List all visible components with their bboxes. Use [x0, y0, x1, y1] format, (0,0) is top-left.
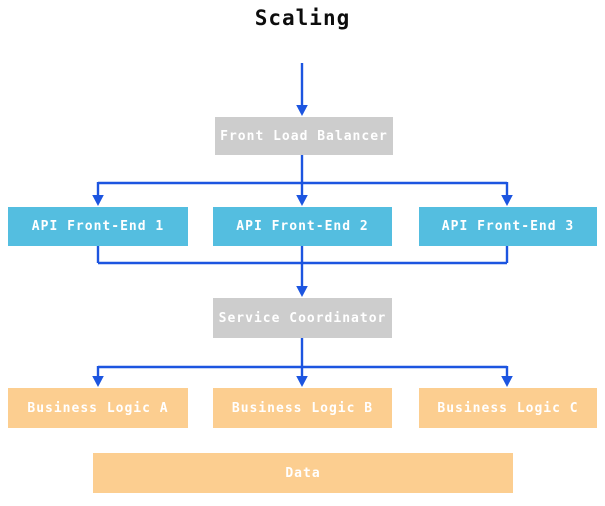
node-business-logic-a: Business Logic A [8, 388, 188, 428]
node-data-label: Data [285, 465, 321, 481]
node-business-logic-c-label: Business Logic C [437, 400, 579, 416]
node-business-logic-c: Business Logic C [419, 388, 597, 428]
node-service-coordinator-label: Service Coordinator [218, 310, 387, 326]
edge-balancer-to-apis [92, 155, 513, 206]
node-api-front-end-3: API Front-End 3 [419, 207, 597, 246]
node-business-logic-b: Business Logic B [213, 388, 392, 428]
node-data: Data [93, 453, 513, 493]
edge-coordinator-to-logic [92, 338, 513, 387]
node-front-load-balancer: Front Load Balancer [215, 117, 393, 155]
node-api-front-end-1-label: API Front-End 1 [31, 219, 165, 234]
node-front-load-balancer-label: Front Load Balancer [220, 128, 388, 144]
diagram-title: Scaling [254, 6, 351, 30]
edge-top-to-balancer [296, 63, 308, 116]
node-business-logic-b-label: Business Logic B [231, 400, 374, 416]
node-api-front-end-2: API Front-End 2 [213, 207, 392, 246]
node-business-logic-a-label: Business Logic A [27, 400, 169, 416]
node-api-front-end-2-label: API Front-End 2 [236, 219, 369, 234]
node-service-coordinator: Service Coordinator [213, 298, 392, 338]
node-api-front-end-1: API Front-End 1 [8, 207, 188, 246]
node-api-front-end-3-label: API Front-End 3 [441, 219, 575, 234]
edge-apis-to-coordinator [96, 246, 509, 297]
